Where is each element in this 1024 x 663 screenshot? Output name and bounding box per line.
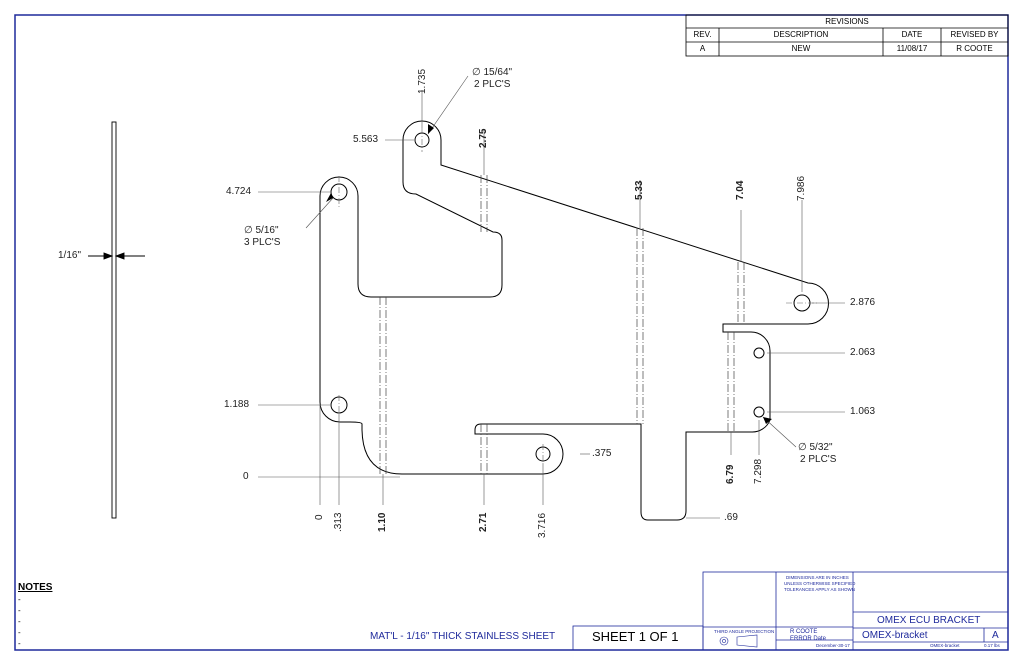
dim-271: 2.71	[478, 512, 489, 532]
notes-title: NOTES	[18, 582, 53, 593]
dim-110: 1.10	[377, 512, 388, 532]
center-lines	[338, 128, 818, 464]
rev-row-rev: A	[699, 44, 706, 53]
leader-arrows	[326, 124, 772, 424]
tolerance-line-2: UNLESS OTHERWISE SPECIFIED	[784, 581, 856, 586]
rev-header-description: DESCRIPTION	[773, 30, 829, 39]
dim-5563: 5.563	[353, 134, 379, 145]
file-name: OMEX-bracket	[930, 643, 960, 648]
dim-0-left: 0	[314, 514, 325, 520]
checked-by: ERROR Date	[790, 636, 827, 642]
drawing-name: OMEX-bracket	[862, 630, 928, 641]
dim-4724: 4.724	[226, 186, 252, 197]
dim-375: .375	[592, 448, 612, 459]
material-note: MAT'L - 1/16" THICK STAINLESS SHEET	[370, 631, 556, 642]
project-title: OMEX ECU BRACKET	[877, 615, 981, 626]
revisions-title: REVISIONS	[825, 17, 869, 26]
dim-1735: 1.735	[417, 68, 428, 94]
hole-right-small-lower	[753, 406, 765, 418]
sheet-number: SHEET 1 OF 1	[592, 629, 679, 644]
tolerance-line-1: DIMENSIONS ARE IN INCHES	[786, 575, 849, 580]
dim-704: 7.04	[735, 180, 746, 200]
dim-533: 5.33	[634, 180, 645, 200]
dimension-lines	[258, 75, 845, 519]
rev-header-rev: REV.	[693, 30, 712, 39]
revision-letter: A	[992, 630, 999, 641]
note-item-1: -	[18, 595, 21, 604]
dim-plcs-2b: 2 PLC'S	[800, 454, 837, 465]
projection-label: THIRD ANGLE PROJECTION	[714, 629, 775, 634]
drawn-by: R COOTE	[790, 629, 818, 635]
dim-thickness: 1/16"	[58, 250, 82, 261]
dim-679: 6.79	[725, 464, 736, 484]
dim-313: .313	[333, 512, 344, 532]
dim-hole-5-32: ∅ 5/32"	[798, 442, 833, 453]
rev-row-date: 11/08/17	[896, 44, 928, 53]
sheet-border	[14, 14, 1009, 651]
dim-069: .69	[724, 512, 738, 523]
note-item-2: -	[18, 606, 21, 615]
dim-plcs-2: 2 PLC'S	[474, 79, 511, 90]
dim-1188: 1.188	[224, 399, 250, 410]
dim-hole-15-64: ∅ 15/64"	[472, 67, 513, 78]
dim-7298: 7.298	[753, 458, 764, 484]
bend-lines	[379, 175, 745, 474]
dim-1063: 1.063	[850, 406, 876, 417]
dim-7986: 7.986	[796, 175, 807, 201]
side-view	[88, 121, 145, 519]
revision-table-grid	[685, 14, 1009, 57]
rev-row-description: NEW	[791, 44, 811, 53]
dim-2063: 2.063	[850, 347, 876, 358]
title-block-grid	[572, 571, 1009, 651]
part-weight: 0.17 lbs	[984, 643, 1000, 648]
hole-right-small-upper	[753, 347, 765, 359]
note-item-4: -	[18, 628, 21, 637]
rev-row-revised-by: R COOTE	[956, 44, 993, 53]
note-item-5: -	[18, 639, 21, 648]
dim-275: 2.75	[478, 128, 489, 148]
dim-0-bottom: 0	[243, 471, 249, 482]
dim-hole-5-16: ∅ 5/16"	[244, 225, 279, 236]
dim-2876: 2.876	[850, 297, 876, 308]
projection-symbol	[719, 634, 758, 648]
rev-header-date: DATE	[901, 30, 923, 39]
dim-3716: 3.716	[537, 512, 548, 538]
rev-header-revised-by: REVISED BY	[950, 30, 999, 39]
dim-plcs-3: 3 PLC'S	[244, 237, 281, 248]
tolerance-line-3: TOLERANCES APPLY AS SHOWN	[784, 587, 856, 592]
note-item-3: -	[18, 617, 21, 626]
date-drawn: December-30-17	[816, 643, 850, 648]
